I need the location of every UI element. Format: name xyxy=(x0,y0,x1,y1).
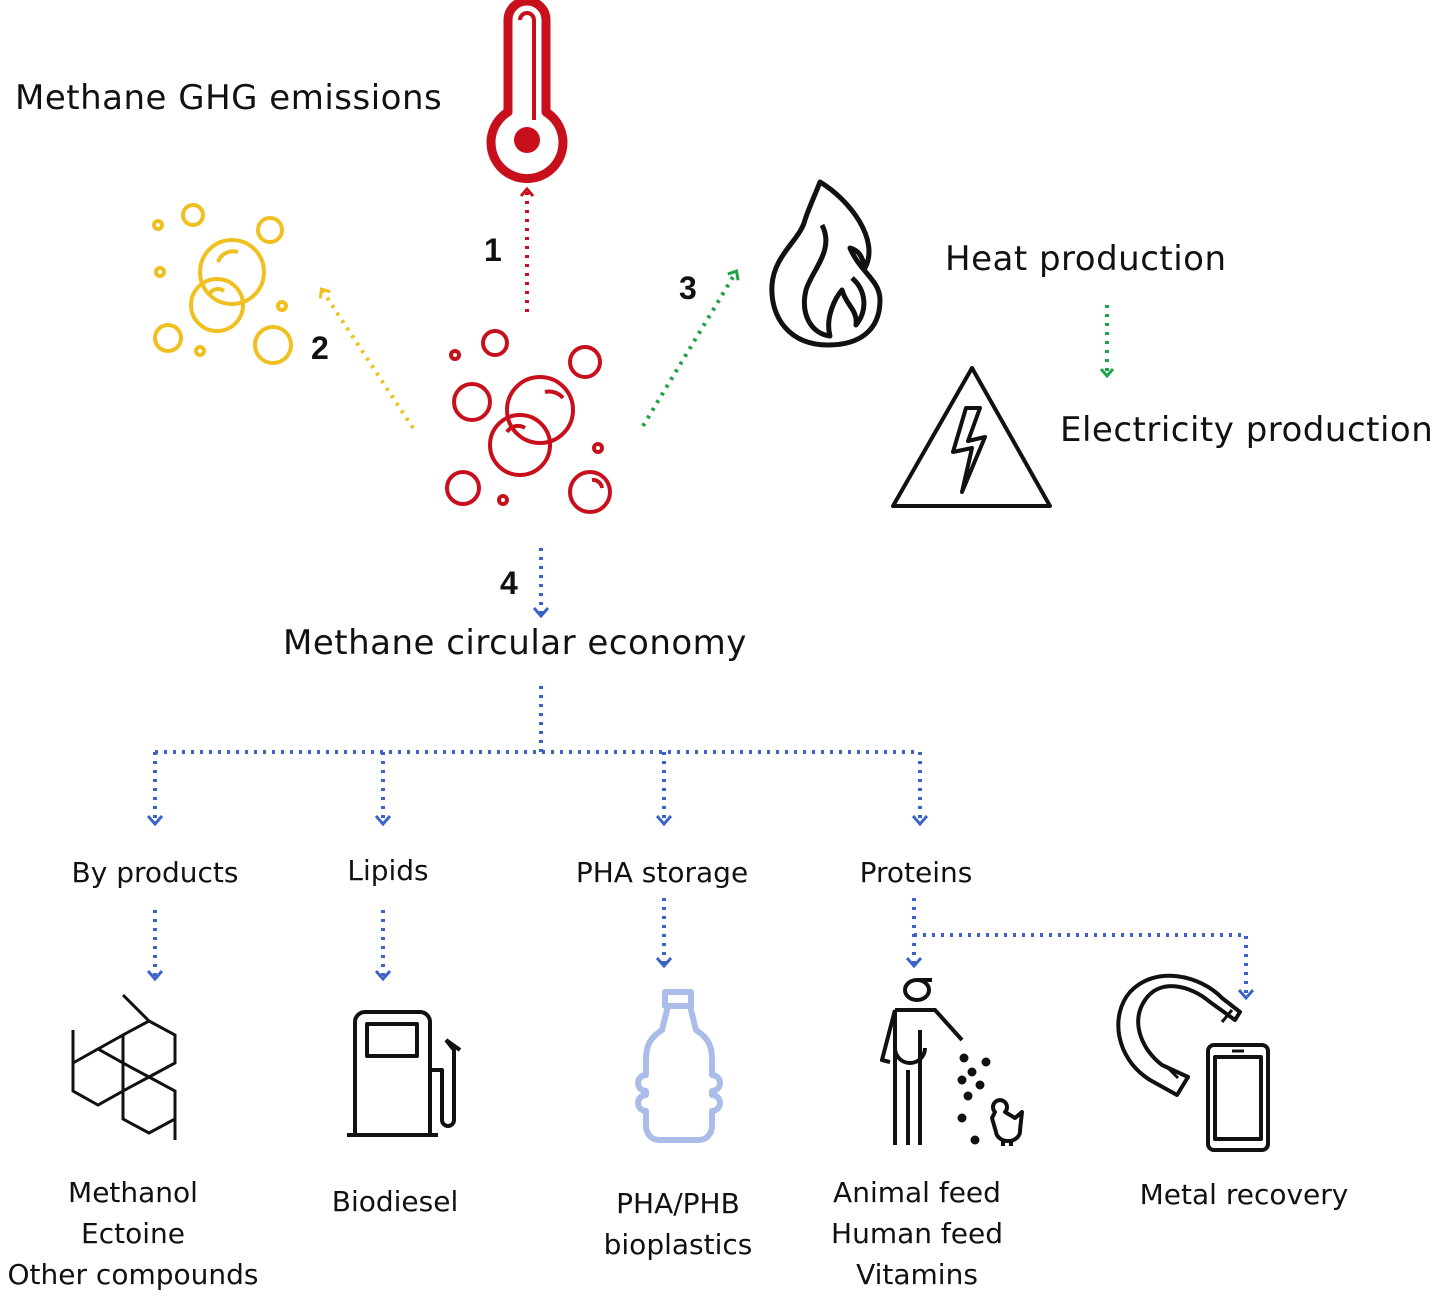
pathway-arrows xyxy=(155,190,1246,997)
methane-bubbles-icon xyxy=(445,329,612,514)
product-methanol: Methanol xyxy=(68,1176,198,1209)
flame-icon xyxy=(769,179,883,348)
pathway-number-2: 2 xyxy=(311,330,329,366)
product-animal-feed: Animal feed xyxy=(833,1176,1001,1209)
label-lipids: Lipids xyxy=(347,854,429,887)
arrow-2 xyxy=(322,290,415,430)
products-pha: PHA/PHB bioplastics xyxy=(604,1183,753,1265)
products-lipids: Biodiesel xyxy=(332,1181,459,1222)
product-ectoine: Ectoine xyxy=(81,1217,185,1250)
pathway-number-4: 4 xyxy=(500,565,518,601)
label-electricity-production: Electricity production xyxy=(1060,410,1434,450)
label-byproducts: By products xyxy=(71,856,239,889)
label-ghg-emissions: Methane GHG emissions xyxy=(15,78,443,118)
label-pha-storage: PHA storage xyxy=(575,856,749,889)
high-voltage-icon xyxy=(891,366,1052,508)
fuel-pump-icon xyxy=(347,1010,462,1137)
product-pha-phb: PHA/PHB xyxy=(616,1187,740,1220)
products-metal: Metal recovery xyxy=(1140,1174,1349,1215)
product-biodiesel: Biodiesel xyxy=(331,1185,459,1218)
pathway-number-3: 3 xyxy=(679,270,697,306)
molecule-icon xyxy=(71,993,177,1140)
label-proteins: Proteins xyxy=(859,856,973,889)
label-circular-economy: Methane circular economy xyxy=(283,623,747,663)
thermometer-icon xyxy=(486,0,568,184)
arrow-circular-trunk xyxy=(155,686,920,754)
pathway-number-1: 1 xyxy=(484,232,502,268)
products-byproducts: Methanol Ectoine Other compounds xyxy=(8,1172,259,1295)
product-bioplastics: bioplastics xyxy=(603,1228,753,1261)
arrow-3 xyxy=(641,272,736,428)
product-other-compounds: Other compounds xyxy=(7,1258,259,1291)
arrow-to-metal xyxy=(914,933,1246,997)
farmer-feeding-chicken-icon xyxy=(880,978,1024,1146)
yellow-bubbles-icon xyxy=(152,203,293,365)
product-metal-recovery: Metal recovery xyxy=(1139,1178,1349,1211)
product-vitamins: Vitamins xyxy=(856,1258,978,1291)
magnet-phone-icon xyxy=(1116,973,1270,1152)
product-human-feed: Human feed xyxy=(831,1217,1003,1250)
bottle-icon xyxy=(635,989,723,1143)
products-proteins: Animal feed Human feed Vitamins xyxy=(831,1172,1003,1295)
label-heat-production: Heat production xyxy=(945,239,1227,279)
